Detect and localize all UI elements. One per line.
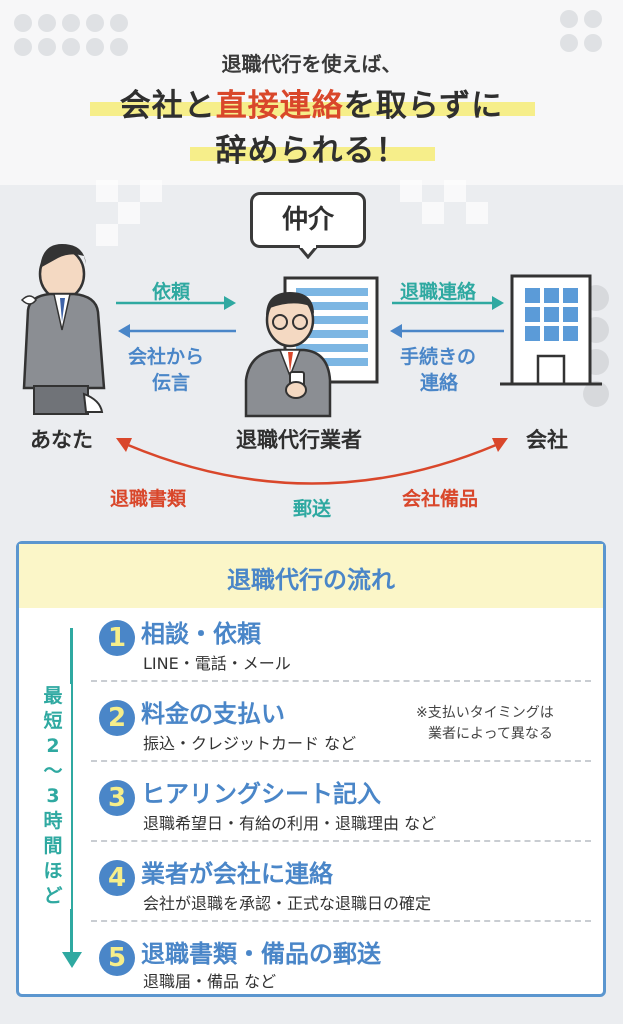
label-docs: 退職書類 (110, 488, 187, 510)
flow-title: 退職代行の流れ (227, 566, 395, 594)
timeline-char: 2 (46, 735, 60, 757)
arrow-retire-contact (392, 296, 504, 310)
step-desc: LINE・電話・メール (143, 654, 291, 673)
timeline-char: ど (43, 885, 63, 907)
label-company: 会社 (526, 428, 568, 452)
headline-line1-a: 会社と (119, 88, 216, 124)
label-mail: 郵送 (293, 498, 332, 520)
headline-sub: 退職代行を使えば、 (221, 52, 402, 76)
step-title: 業者が会社に連絡 (141, 860, 333, 888)
timeline-label: 最 短 2 〜 3 時 間 ほ ど (35, 684, 71, 909)
company-building-icon (500, 274, 602, 386)
headline-line1-b: を取らずに (343, 88, 504, 124)
flow-card: 退職代行の流れ 最 短 2 〜 3 時 間 ほ ど 1 相談・依頼 LINE・電… (16, 541, 606, 997)
agency-staff-icon (244, 292, 332, 418)
bubble-tail-icon (296, 245, 320, 259)
step-number: 2 (99, 700, 135, 736)
step-number: 5 (99, 940, 135, 976)
step-desc: 振込・クレジットカード など (143, 734, 357, 753)
highlight-line2 (190, 147, 435, 161)
step-title: ヒアリングシート記入 (141, 780, 381, 808)
label-message-2: 伝言 (152, 372, 191, 394)
label-procedure-1: 手続きの (400, 346, 477, 368)
label-procedure-2: 連絡 (420, 372, 459, 394)
headline-line2: 辞められる！ (215, 133, 408, 169)
timeline-arrow-icon (62, 952, 82, 968)
checker-decor (96, 180, 488, 246)
mediator-bubble: 仲介 (250, 192, 366, 248)
payment-note: ※支払いタイミングは 業者によって異なる (416, 703, 554, 745)
arrow-request (116, 296, 236, 310)
label-equipment: 会社備品 (402, 488, 479, 510)
timeline-char: ほ (43, 860, 63, 882)
person-you-icon (20, 244, 106, 415)
decor-dots-right (560, 10, 602, 52)
arrow-procedure (390, 324, 504, 338)
arrow-message (118, 324, 236, 338)
flow-header (19, 544, 603, 608)
step-number: 1 (99, 620, 135, 656)
payment-note-line2: 業者によって異なる (428, 726, 553, 742)
step-number: 4 (99, 860, 135, 896)
step-divider (91, 760, 591, 762)
label-agency: 退職代行業者 (236, 428, 362, 452)
headline-line1: 会社と直接連絡を取らずに (0, 80, 623, 125)
label-retire-contact: 退職連絡 (400, 281, 477, 303)
step-number: 3 (99, 780, 135, 816)
step-desc: 退職希望日・有給の利用・退職理由 など (143, 814, 437, 833)
label-you: あなた (30, 428, 93, 452)
diagram-graphics (20, 180, 609, 485)
headline-line1-red: 直接連絡 (215, 88, 344, 124)
timeline-char: 間 (43, 835, 63, 857)
step-title: 相談・依頼 (141, 620, 261, 648)
step-divider (91, 680, 591, 682)
timeline-char: 3 (46, 785, 60, 807)
label-request: 依頼 (152, 281, 191, 303)
timeline-line (70, 628, 73, 958)
step-divider (91, 840, 591, 842)
timeline-char: 短 (43, 710, 63, 732)
payment-note-line1: ※支払いタイミングは (416, 705, 554, 721)
step-title: 料金の支払い (141, 700, 285, 728)
step-desc: 退職届・備品 など (143, 972, 277, 991)
curved-arrow-mail (116, 438, 508, 485)
timeline-char: 時 (43, 810, 63, 832)
step-title: 退職書類・備品の郵送 (141, 940, 381, 968)
step-divider (91, 920, 591, 922)
label-message-1: 会社から (128, 346, 205, 368)
step-desc: 会社が退職を承認・正式な退職日の確定 (143, 894, 432, 913)
decor-dots-left (14, 14, 128, 56)
highlight-line1 (90, 102, 535, 116)
timeline-char: 最 (43, 685, 63, 707)
timeline-char: 〜 (43, 760, 63, 782)
